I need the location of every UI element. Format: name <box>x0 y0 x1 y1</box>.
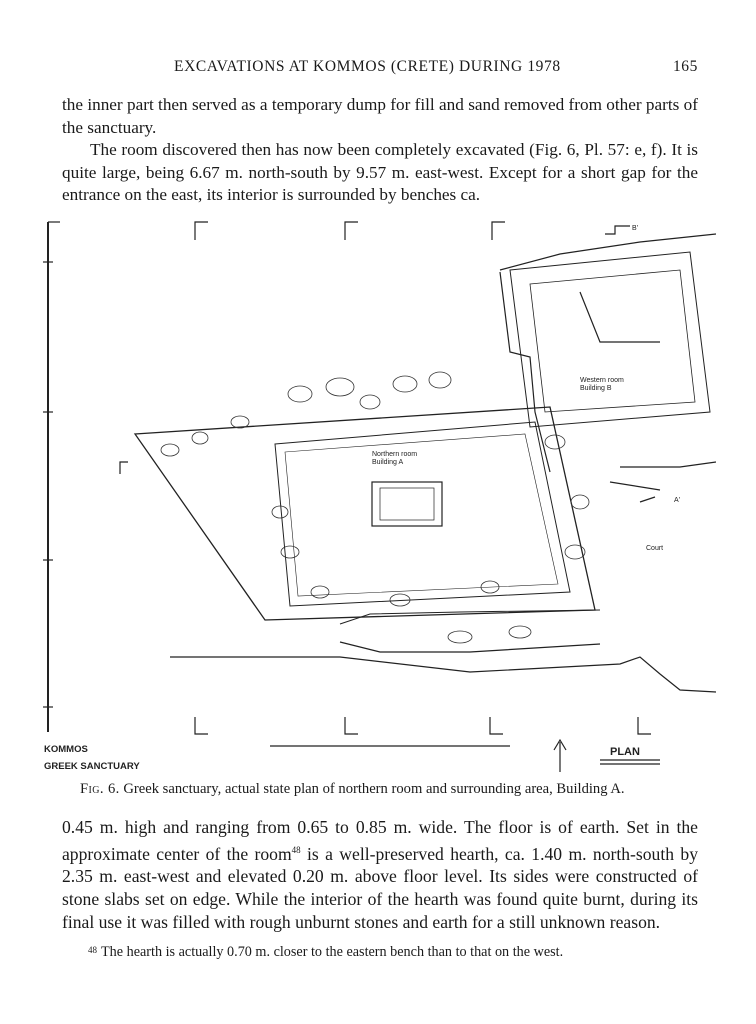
label-greek-sanctuary: GREEK SANCTUARY <box>44 761 140 772</box>
label-court: Court <box>646 545 663 552</box>
label-section-a: A' <box>674 497 680 504</box>
paragraph-1: the inner part then served as a temporar… <box>62 95 698 137</box>
paragraph-3-pre: 0.45 m. high and ranging from 0.65 to 0.… <box>62 817 698 864</box>
running-header: EXCAVATIONS AT KOMMOS (CRETE) DURING 197… <box>62 58 698 80</box>
label-building-a: Building A <box>372 459 403 466</box>
label-kommos: KOMMOS <box>44 744 88 755</box>
paragraph-3-post: is a well-preserved hearth, ca. 1.40 m. … <box>62 843 698 933</box>
page-number: 165 <box>672 58 698 75</box>
paragraph-3: 0.45 m. high and ranging from 0.65 to 0.… <box>62 816 698 934</box>
label-building-b: Building B <box>580 385 612 392</box>
label-northern-room: Northern room <box>372 451 417 458</box>
footnote-text: The hearth is actually 0.70 m. closer to… <box>101 944 564 960</box>
label-plan: PLAN <box>610 746 640 758</box>
label-western-room: Western room <box>580 377 624 384</box>
footnote-number: 48 <box>88 945 97 955</box>
footnote-ref: 48 <box>291 844 301 855</box>
paragraph-2: The room discovered then has now been co… <box>62 140 698 205</box>
site-plan-figure: Northern room Building A Western room Bu… <box>43 221 716 772</box>
footnote: 48 The hearth is actually 0.70 m. closer … <box>88 944 698 961</box>
caption-text: Greek sanctuary, actual state plan of no… <box>123 781 625 797</box>
running-title: EXCAVATIONS AT KOMMOS (CRETE) DURING 197… <box>174 58 561 75</box>
label-section-b: B' <box>632 225 638 232</box>
figure-caption: Fig. 6. Greek sanctuary, actual state pl… <box>80 781 720 798</box>
caption-fig-label: Fig. 6. <box>80 781 120 797</box>
